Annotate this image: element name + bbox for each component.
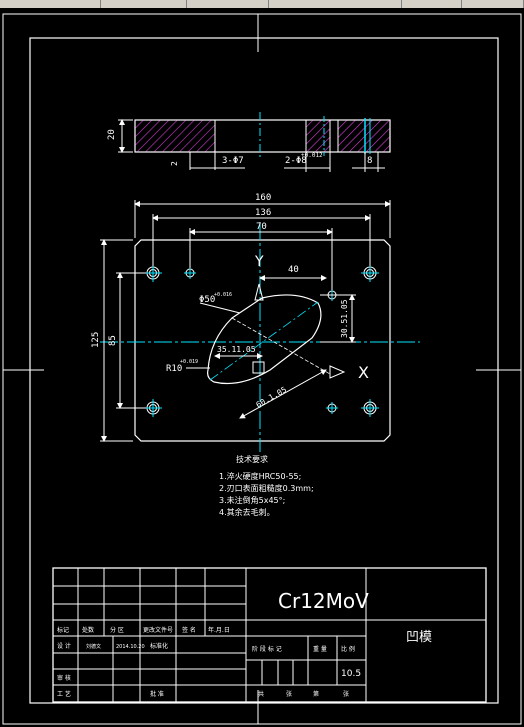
tb-std-label: 标准化 [150,642,168,650]
title-block [52,567,487,703]
note-item: 4.其余去毛刺。 [219,507,275,517]
cavity-profile [207,294,322,385]
tb-col-label: 更改文件号 [143,626,173,634]
corner-hole [144,264,162,282]
section-hatch-left [134,119,216,153]
plan-view: Y X 160 136 70 40 125 85 30.51. [91,193,420,452]
dim-section-height: 20 [107,129,117,140]
notes-title: 技术要求 [236,454,268,464]
dim-radius-tol: +0.019 [180,359,198,365]
tb-stage-label: 重 量 [313,645,327,653]
note-item: 1.淬火硬度HRC50-55; [219,471,301,481]
axis-y-marker [254,283,264,301]
note-item: 3.未注倒角5x45°; [219,495,285,505]
dim-pin-span-x: 70 [256,222,267,232]
dim-diameter-tol: +0.016 [214,292,232,298]
dim-hole-span-x: 136 [255,208,271,218]
tb-designer-label: 设 计 [57,642,71,650]
tb-sheet-label: 共 [258,690,264,698]
tb-process-label: 工 艺 [57,690,71,698]
tb-review-label: 审 核 [57,674,71,682]
dim-radius: R10 [166,364,182,374]
corner-hole [361,264,379,282]
dim-hole-b: 2-Φ8 [285,156,307,166]
pin-hole [326,402,338,414]
plate-outline [134,239,391,442]
tb-col-label: 标记 [57,626,69,634]
dim-overall-width: 160 [255,193,271,203]
dim-section-small: 2 [170,161,179,166]
section-view: 20 2 3-Φ7 2-Φ8 +0.012 8 [107,112,391,172]
toolbar-segment[interactable] [268,0,402,8]
scale-value: 10.5 [341,669,361,679]
note-item: 2.刃口表面粗糙度0.3mm; [219,483,314,493]
cavity-origin-mark [252,361,265,374]
tb-date: 2014.10.20 [116,644,145,650]
dim-overall-height: 125 [91,332,101,348]
corner-hole [144,399,162,417]
sheet-outer-border [2,13,522,725]
tb-col-label: 签 名 [182,626,196,634]
technical-notes: 技术要求 1.淬火硬度HRC50-55; 2.刃口表面粗糙度0.3mm; 3.未… [219,454,314,517]
tb-designer-name: 刘德文 [86,643,101,650]
tb-sheet-label: 张 [286,690,292,698]
dim-hole-b-tol: +0.012 [301,152,323,159]
tb-col-label: 处数 [82,626,94,634]
toolbar-segment[interactable] [100,0,187,8]
axis-y-label: Y [254,254,264,270]
corner-hole [361,399,379,417]
axis-x-label: X [358,363,369,382]
part-name: 凹模 [406,630,432,645]
dim-hole-span-y: 85 [108,335,118,346]
tb-col-label: 年.月.日 [208,626,230,634]
axis-x-marker [329,365,346,379]
dim-diameter: Φ50 [199,295,215,305]
section-hatch-right [337,119,391,153]
tb-col-label: 分 区 [110,626,124,634]
tb-approve-label: 批 准 [150,690,164,698]
dim-offset-40: 40 [288,265,299,275]
section-hatch-mid [305,119,331,153]
toolbar-segment[interactable] [401,0,462,8]
pin-hole [184,267,196,279]
toolbar-segment[interactable] [186,0,269,8]
tb-sheet-label: 第 [313,690,319,698]
tb-sheet-label: 张 [343,690,349,698]
cavity-diagonal [231,317,331,375]
toolbar-segment[interactable] [0,0,101,8]
dim-cavity: 35.11.05 [217,345,256,354]
tb-stage-label: 阶 段 标 记 [252,645,282,653]
cavity-axis [209,301,319,381]
dim-y-offset: 30.51.05 [340,299,349,338]
tb-stage-label: 比 例 [341,645,355,653]
material-label: Cr12MoV [278,589,369,613]
dim-section-8: 8 [367,156,372,166]
dim-hole-a: 3-Φ7 [222,156,244,166]
